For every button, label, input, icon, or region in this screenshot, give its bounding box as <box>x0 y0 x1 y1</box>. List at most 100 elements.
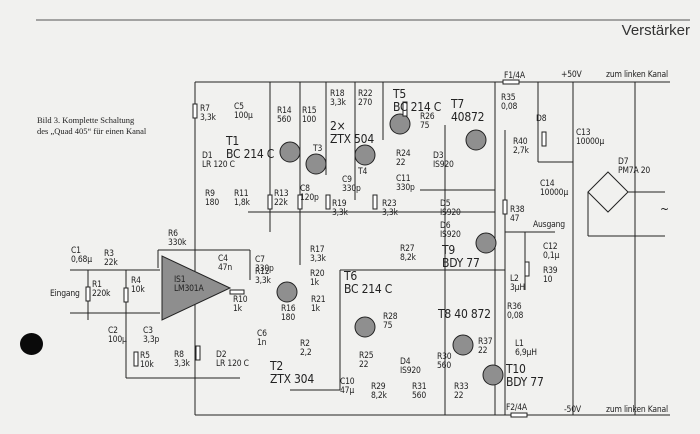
label-c2: C2 100µ <box>108 326 127 345</box>
label-d8: D8 <box>536 114 547 124</box>
fuse-f2 <box>510 412 528 418</box>
label-r20: R20 1k <box>310 269 325 288</box>
transistor-t4 <box>354 144 376 166</box>
label-d3: D3 IS920 <box>433 151 454 170</box>
label-t3-t4: 2× ZTX 504 <box>330 119 375 146</box>
label-r36: R36 0,08 <box>507 302 524 321</box>
bridge-rectifier <box>587 171 629 213</box>
label-r16: R16 180 <box>281 304 296 323</box>
label-c1: C1 0,68µ <box>71 246 92 265</box>
label-c5: C5 100µ <box>234 102 253 121</box>
output-label: Ausgang <box>533 220 565 230</box>
punch-hole <box>20 333 43 355</box>
label-c14: C14 10000µ <box>540 179 568 198</box>
label-r27: R27 8,2k <box>400 244 416 263</box>
label-r38: R38 47 <box>510 205 525 224</box>
label-r35: R35 0,08 <box>501 93 518 112</box>
label-t1: T1 BC 214 C <box>226 134 275 161</box>
label-r26: R26 75 <box>420 112 435 131</box>
label-t10: T10 BDY 77 <box>506 362 544 389</box>
label-r11: R11 1,8k <box>234 189 250 208</box>
label-r3: R3 22k <box>104 249 118 268</box>
rail-positive-label: +50V <box>561 70 582 80</box>
label-c6: C6 1n <box>257 329 267 348</box>
label-r6: R6 330k <box>168 229 187 248</box>
label-r22: R22 270 <box>358 89 373 108</box>
label-c7: C7 330p <box>255 255 274 274</box>
label-r24: R24 22 <box>396 149 411 168</box>
label-d1: D1 LR 120 C <box>202 151 235 170</box>
label-r18: R18 3,3k <box>330 89 346 108</box>
label-r30: R30 560 <box>437 352 452 371</box>
figure-caption: Bild 3. Komplette Schaltung des „Quad 40… <box>37 115 146 137</box>
label-c8: C8 120p <box>300 184 319 203</box>
label-d7: D7 PM7A 20 <box>618 157 651 176</box>
label-r2: R2 2,2 <box>300 339 312 358</box>
label-c10: C10 47µ <box>340 377 355 396</box>
label-r33: R33 22 <box>454 382 469 401</box>
label-c13: C13 10000µ <box>576 128 604 147</box>
label-r12: R12 3,3k <box>255 267 271 286</box>
transistor-t1 <box>279 141 301 163</box>
label-d4: D4 IS920 <box>400 357 421 376</box>
label-r4: R4 10k <box>131 276 145 295</box>
label-c3: C3 3,3p <box>143 326 160 345</box>
transistor-t6 <box>354 316 376 338</box>
label-r31: R31 560 <box>412 382 427 401</box>
label-is1: IS1 LM301A <box>174 275 204 294</box>
label-c12: C12 0,1µ <box>543 242 560 261</box>
label-r14: R14 560 <box>277 106 292 125</box>
fuse-f1 <box>502 79 520 85</box>
input-label: Eingang <box>50 289 80 299</box>
label-t9: T9 BDY 77 <box>442 243 480 270</box>
label-r28: R28 75 <box>383 312 398 331</box>
label-f2: F2/4A <box>506 403 527 413</box>
label-r21: R21 1k <box>311 295 326 314</box>
to-left-channel-bottom: zum linken Kanal <box>606 405 668 415</box>
label-r19: R19 3,3k <box>332 199 348 218</box>
label-t8: T8 40 872 <box>438 307 491 321</box>
label-r25: R25 22 <box>359 351 374 370</box>
transistor-t5 <box>389 113 411 135</box>
label-r7: R7 3,3k <box>200 104 216 123</box>
section-title: Verstärker <box>621 22 690 39</box>
transistor-t3 <box>305 153 327 175</box>
label-f1: F1/4A <box>504 71 525 81</box>
label-t7: T7 40872 <box>451 97 485 124</box>
label-r40: R40 2,7k <box>513 137 529 156</box>
label-c11: C11 330p <box>396 174 415 193</box>
label-c4: C4 47n <box>218 254 232 273</box>
label-r39: R39 10 <box>543 266 558 285</box>
caption-line-2: des „Quad 405“ für einen Kanal <box>37 126 147 136</box>
transistor-t10 <box>482 364 504 386</box>
opamp-is1 <box>161 255 232 321</box>
label-c9: C9 330p <box>342 175 361 194</box>
ac-symbol: ~ <box>660 202 669 216</box>
label-l1: L1 6,9µH <box>515 339 537 358</box>
label-r37: R37 22 <box>478 337 493 356</box>
caption-line-1: Bild 3. Komplette Schaltung <box>37 115 135 125</box>
label-r5: R5 10k <box>140 351 154 370</box>
transistor-t8 <box>452 334 474 356</box>
label-t2: T2 ZTX 304 <box>270 359 315 386</box>
label-r13: R13 22k <box>274 189 289 208</box>
to-left-channel-top: zum linken Kanal <box>606 70 668 80</box>
label-d2: D2 LR 120 C <box>216 350 249 369</box>
label-r9: R9 180 <box>205 189 219 208</box>
label-r8: R8 3,3k <box>174 350 190 369</box>
label-r1: R1 220k <box>92 280 111 299</box>
label-d6: D6 IS920 <box>440 221 461 240</box>
label-t5: T5 BC 214 C <box>393 87 442 114</box>
label-t4: T4 <box>358 167 368 177</box>
label-l2: L2 3µH <box>510 274 525 293</box>
rail-negative-label: -50V <box>564 405 581 415</box>
label-t6: T6 BC 214 C <box>344 269 393 296</box>
label-t3: T3 <box>313 144 323 154</box>
label-r23: R23 3,3k <box>382 199 398 218</box>
transistor-t9 <box>475 232 497 254</box>
label-r15: R15 100 <box>302 106 317 125</box>
transistor-t7 <box>465 129 487 151</box>
transistor-t2 <box>276 281 298 303</box>
label-r17: R17 3,3k <box>310 245 326 264</box>
